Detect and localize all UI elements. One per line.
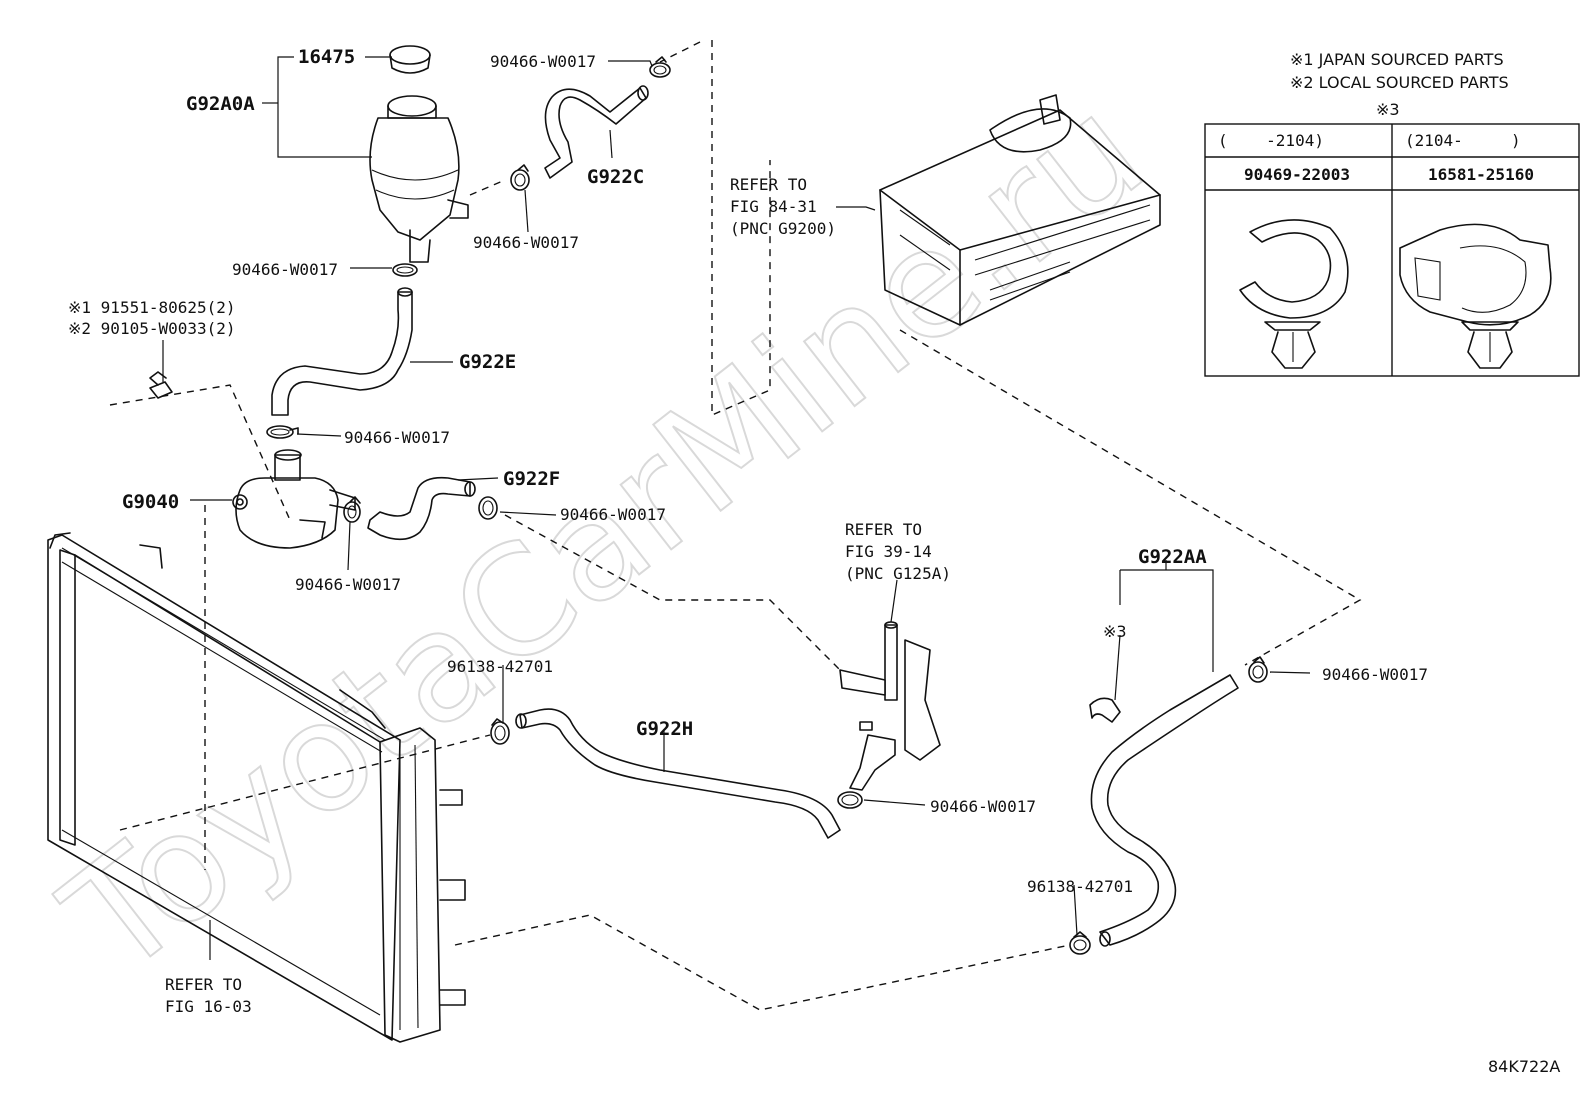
label-clip-96138-b[interactable]: 96138-42701: [1027, 877, 1133, 896]
note-ref-3: ※3: [1376, 100, 1400, 119]
label-bolt-jp[interactable]: ※1 91551-80625(2): [68, 298, 236, 317]
label-g922aa[interactable]: G922AA: [1138, 546, 1207, 568]
table-col1-header: ( -2104): [1218, 131, 1324, 150]
label-refer-39-14-line3: (PNC G125A): [845, 564, 951, 583]
hose-g922c[interactable]: [544, 85, 649, 179]
radiator: [47, 532, 466, 1043]
notes: ※1 JAPAN SOURCED PARTS ※2 LOCAL SOURCED …: [1290, 50, 1509, 119]
reference-table: [1204, 123, 1580, 377]
label-refer-84-31-line2[interactable]: FIG 84-31: [730, 197, 817, 216]
label-bolt-local[interactable]: ※2 90105-W0033(2): [68, 319, 236, 338]
note-local-sourced: ※2 LOCAL SOURCED PARTS: [1290, 73, 1509, 92]
label-g922c[interactable]: G922C: [587, 166, 644, 188]
label-g922e[interactable]: G922E: [459, 351, 516, 373]
bolt-icon: [149, 371, 173, 399]
reservoir-tank[interactable]: [369, 45, 469, 263]
label-clamp-e-lower[interactable]: 90466-W0017: [344, 428, 450, 447]
label-clip-96138-a[interactable]: 96138-42701: [447, 657, 553, 676]
clamp-icon: [490, 718, 510, 745]
label-clamp-f-right[interactable]: 90466-W0017: [560, 505, 666, 524]
clamp-icon: [343, 496, 361, 523]
clip-type-a-icon: [1239, 219, 1349, 369]
clamp-icon: [1069, 931, 1091, 955]
clamp-icon: [510, 164, 530, 191]
coolant-pipe-bracket: [839, 621, 941, 791]
hose-g922f[interactable]: [367, 476, 476, 541]
table-col2-header: (2104- ): [1405, 131, 1521, 150]
clamp-icon: [1248, 656, 1268, 683]
label-16475[interactable]: 16475: [298, 46, 355, 68]
label-g922h[interactable]: G922H: [636, 718, 693, 740]
hose-g922aa[interactable]: [1089, 674, 1239, 947]
clamp-icon: [649, 56, 671, 78]
label-clamp-c-lower[interactable]: 90466-W0017: [473, 233, 579, 252]
diagram-code: 84K722A: [1488, 1057, 1560, 1076]
label-clamp-aa[interactable]: 90466-W0017: [1322, 665, 1428, 684]
hose-g922h[interactable]: [515, 708, 841, 839]
hose-g922e[interactable]: [271, 287, 413, 416]
clip-type-b-icon: [1399, 223, 1552, 369]
label-ref-3: ※3: [1103, 622, 1127, 641]
note-japan-sourced: ※1 JAPAN SOURCED PARTS: [1290, 50, 1504, 69]
label-clamp-pump-lower[interactable]: 90466-W0017: [295, 575, 401, 594]
label-clamp-tank[interactable]: 90466-W0017: [232, 260, 338, 279]
label-g922f[interactable]: G922F: [503, 468, 560, 490]
label-clamp-top[interactable]: 90466-W0017: [490, 52, 596, 71]
label-g92a0a[interactable]: G92A0A: [186, 93, 255, 115]
dashed-reference-lines: [109, 40, 1362, 1011]
label-clamp-h[interactable]: 90466-W0017: [930, 797, 1036, 816]
clamp-icon: [266, 425, 299, 439]
clamp-icon: [837, 791, 863, 809]
label-g9040[interactable]: G9040: [122, 491, 179, 513]
label-refer-84-31-line1: REFER TO: [730, 175, 807, 194]
hose-clamps: [266, 56, 1268, 955]
part-labels: 16475 G92A0A 90466-W0017 G922C 90466-W00…: [68, 46, 1560, 1076]
clamp-icon: [478, 496, 498, 520]
label-refer-84-31-line3: (PNC G9200): [730, 219, 836, 238]
label-refer-39-14-line1: REFER TO: [845, 520, 922, 539]
table-col2-part[interactable]: 16581-25160: [1428, 165, 1534, 184]
label-refer-16-03-line1: REFER TO: [165, 975, 242, 994]
label-refer-39-14-line2[interactable]: FIG 39-14: [845, 542, 932, 561]
water-pump[interactable]: [232, 449, 356, 549]
inverter-assembly: [879, 94, 1161, 326]
leader-lines: [162, 56, 1311, 960]
table-col1-part[interactable]: 90469-22003: [1244, 165, 1350, 184]
table-text: ( -2104) (2104- ) 90469-22003 16581-2516…: [1218, 131, 1534, 184]
clamp-icon: [392, 263, 418, 277]
label-refer-16-03-line2[interactable]: FIG 16-03: [165, 997, 252, 1016]
